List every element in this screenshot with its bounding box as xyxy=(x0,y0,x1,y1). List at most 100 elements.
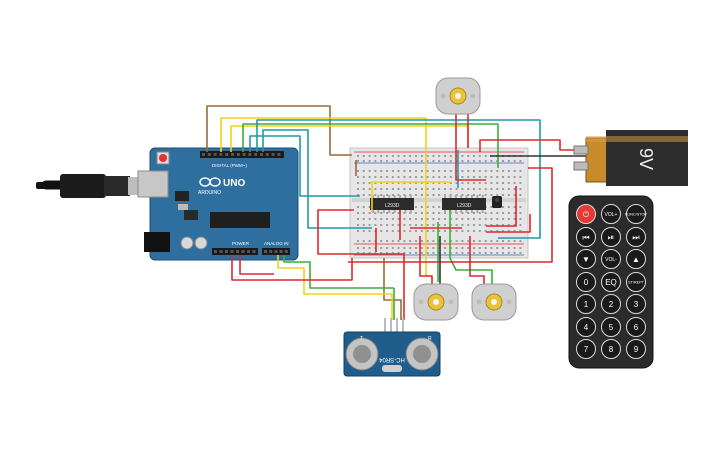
breadboard-hole[interactable] xyxy=(374,155,377,157)
breadboard-hole[interactable] xyxy=(461,176,464,178)
breadboard-hole[interactable] xyxy=(438,230,441,232)
breadboard-hole[interactable] xyxy=(374,188,377,190)
breadboard-hole[interactable] xyxy=(374,170,377,172)
reset-button[interactable] xyxy=(159,154,167,162)
breadboard-hole[interactable] xyxy=(449,170,452,172)
breadboard-hole[interactable] xyxy=(357,252,359,254)
breadboard-hole[interactable] xyxy=(386,230,388,232)
sensor-pin[interactable] xyxy=(396,318,398,333)
breadboard-hole[interactable] xyxy=(386,212,388,214)
breadboard-hole[interactable] xyxy=(502,218,504,220)
breadboard-hole[interactable] xyxy=(380,240,383,242)
breadboard-hole[interactable] xyxy=(426,160,429,162)
breadboard-hole[interactable] xyxy=(391,240,394,242)
breadboard-hole[interactable] xyxy=(362,240,365,242)
breadboard-hole[interactable] xyxy=(484,247,487,249)
breadboard-hole[interactable] xyxy=(362,182,365,184)
breadboard-hole[interactable] xyxy=(391,230,394,232)
breadboard-hole[interactable] xyxy=(415,212,417,214)
battery-9v[interactable]: 9V xyxy=(573,130,688,186)
breadboard-hole[interactable] xyxy=(467,176,470,178)
breadboard-hole[interactable] xyxy=(496,212,499,214)
play-pause-button[interactable]: ⏯ xyxy=(601,227,621,247)
breadboard-hole[interactable] xyxy=(519,188,522,190)
breadboard-hole[interactable] xyxy=(502,170,504,172)
breadboard-hole[interactable] xyxy=(473,176,475,178)
motor-top[interactable] xyxy=(435,77,481,115)
breadboard-hole[interactable] xyxy=(484,176,487,178)
breadboard-hole[interactable] xyxy=(502,182,504,184)
digital-pin[interactable] xyxy=(277,153,281,156)
breadboard-hole[interactable] xyxy=(461,252,464,254)
breadboard-hole[interactable] xyxy=(368,218,371,220)
remote-button-6[interactable]: 6 xyxy=(626,317,646,337)
breadboard-hole[interactable] xyxy=(362,194,365,196)
power-pin[interactable] xyxy=(247,250,250,253)
breadboard-hole[interactable] xyxy=(397,212,400,214)
breadboard-hole[interactable] xyxy=(455,240,458,242)
breadboard-hole[interactable] xyxy=(397,240,400,242)
breadboard-hole[interactable] xyxy=(513,176,516,178)
breadboard-hole[interactable] xyxy=(403,218,406,220)
analog-pin[interactable] xyxy=(274,250,278,253)
breadboard-hole[interactable] xyxy=(507,224,510,226)
digital-pin[interactable] xyxy=(242,153,246,156)
breadboard-hole[interactable] xyxy=(519,252,522,254)
arduino-uno[interactable]: DIGITAL (PWM~) UNO ARDUINO POWER ANALOG … xyxy=(137,147,299,261)
breadboard-hole[interactable] xyxy=(374,194,377,196)
remote-button-8[interactable]: 8 xyxy=(601,339,621,359)
sensor-pin[interactable] xyxy=(384,318,386,333)
usb-cable[interactable] xyxy=(36,174,140,198)
breadboard-hole[interactable] xyxy=(397,182,400,184)
breadboard-hole[interactable] xyxy=(426,206,429,208)
breadboard-hole[interactable] xyxy=(368,170,371,172)
analog-pin[interactable] xyxy=(279,250,283,253)
breadboard-hole[interactable] xyxy=(432,252,435,254)
breadboard-hole[interactable] xyxy=(473,230,475,232)
breadboard-hole[interactable] xyxy=(426,182,429,184)
power-pin[interactable] xyxy=(219,250,223,253)
breadboard-hole[interactable] xyxy=(461,182,464,184)
sensor-pin[interactable] xyxy=(390,318,392,333)
breadboard-hole[interactable] xyxy=(357,155,359,157)
breadboard-hole[interactable] xyxy=(357,206,359,208)
breadboard-hole[interactable] xyxy=(368,212,371,214)
breadboard-hole[interactable] xyxy=(449,160,452,162)
breadboard-hole[interactable] xyxy=(490,218,493,220)
breadboard-hole[interactable] xyxy=(368,247,371,249)
breadboard-hole[interactable] xyxy=(432,160,435,162)
breadboard-hole[interactable] xyxy=(420,155,423,157)
breadboard-hole[interactable] xyxy=(426,240,429,242)
breadboard-hole[interactable] xyxy=(496,188,499,190)
breadboard-hole[interactable] xyxy=(357,170,359,172)
breadboard-hole[interactable] xyxy=(391,188,394,190)
breadboard-hole[interactable] xyxy=(357,188,359,190)
breadboard-hole[interactable] xyxy=(409,155,412,157)
breadboard-hole[interactable] xyxy=(362,206,365,208)
breadboard-hole[interactable] xyxy=(357,160,359,162)
breadboard-hole[interactable] xyxy=(507,240,510,242)
breadboard-hole[interactable] xyxy=(478,247,481,249)
breadboard-hole[interactable] xyxy=(444,224,446,226)
breadboard-hole[interactable] xyxy=(409,182,412,184)
breadboard-hole[interactable] xyxy=(380,188,383,190)
breadboard-hole[interactable] xyxy=(409,218,412,220)
breadboard-hole[interactable] xyxy=(415,160,417,162)
digital-pin[interactable] xyxy=(236,153,240,156)
breadboard-hole[interactable] xyxy=(507,160,510,162)
breadboard-hole[interactable] xyxy=(391,194,394,196)
breadboard-hole[interactable] xyxy=(496,230,499,232)
breadboard-hole[interactable] xyxy=(397,155,400,157)
breadboard-hole[interactable] xyxy=(455,218,458,220)
breadboard-hole[interactable] xyxy=(386,194,388,196)
breadboard-hole[interactable] xyxy=(432,240,435,242)
breadboard-hole[interactable] xyxy=(461,230,464,232)
breadboard-hole[interactable] xyxy=(502,206,504,208)
remote-button-2[interactable]: 2 xyxy=(601,294,621,314)
breadboard-hole[interactable] xyxy=(444,182,446,184)
breadboard-hole[interactable] xyxy=(391,247,394,249)
breadboard-hole[interactable] xyxy=(415,252,417,254)
breadboard-hole[interactable] xyxy=(455,252,458,254)
power-pin[interactable] xyxy=(214,250,217,253)
breadboard-hole[interactable] xyxy=(386,224,388,226)
